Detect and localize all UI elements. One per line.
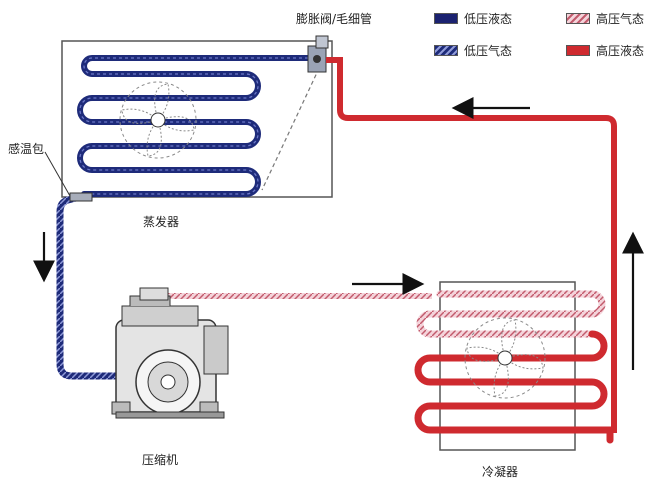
evaporator [61, 40, 333, 198]
temp-bulb [69, 192, 93, 202]
legend-item-low-pressure-liquid: 低压液态 [434, 10, 512, 27]
high-pressure-liquid-line [326, 57, 617, 433]
legend-item-high-pressure-gas: 高压气态 [566, 10, 644, 27]
legend-label: 高压液态 [596, 44, 645, 58]
evaporator-coil-highlight [79, 57, 320, 195]
legend-label: 低压液态 [464, 12, 513, 26]
evaporator-label: 蒸发器 [143, 215, 180, 229]
fan-icon [119, 81, 197, 159]
condenser [414, 281, 614, 451]
condenser-coil-liquid [414, 330, 614, 444]
fan-icon [464, 317, 546, 399]
expansion-valve-label: 膨胀阀/毛细管 [296, 12, 373, 26]
expansion-valve [307, 35, 329, 73]
legend-item-low-pressure-gas: 低压气态 [434, 42, 512, 59]
legend-label: 高压气态 [596, 12, 645, 26]
condenser-label: 冷凝器 [482, 465, 519, 479]
legend-swatch [434, 45, 458, 56]
evaporator-coil [77, 55, 323, 197]
capillary-line [261, 61, 323, 191]
compressor-label: 压缩机 [142, 453, 179, 467]
legend-label: 低压气态 [464, 44, 513, 58]
temp-bulb-label: 感温包 [8, 142, 45, 156]
compressor [111, 287, 229, 419]
legend-swatch [566, 45, 590, 56]
condenser-coil-gas [416, 290, 606, 338]
low-pressure-gas-line [56, 192, 118, 380]
legend-swatch [566, 13, 590, 24]
legend-swatch [434, 13, 458, 24]
legend-item-high-pressure-liquid: 高压液态 [566, 42, 644, 59]
condenser-frame [439, 281, 576, 451]
